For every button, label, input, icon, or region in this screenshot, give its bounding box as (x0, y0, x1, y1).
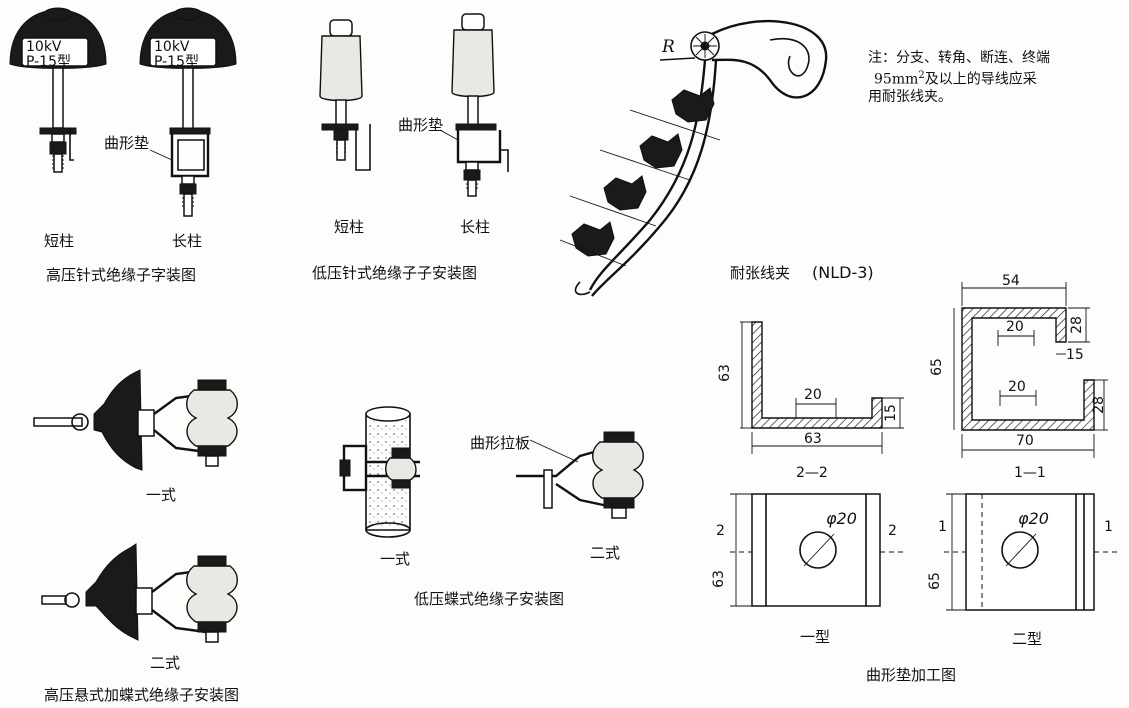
type-2-height: 65 (926, 572, 943, 590)
type-1-name: 一型 (800, 628, 831, 646)
hv-suspension-type2 (41, 543, 238, 643)
hv-suspension-type1 (33, 369, 238, 471)
lv-butterfly-caption: 低压蝶式绝缘子安装图 (414, 590, 565, 608)
hv-suspension-type1-label: 一式 (146, 486, 177, 504)
dim-1-1-bottom-lip: 28 (1090, 396, 1107, 414)
note-line2-text: 及以上的导线应采 (924, 71, 1037, 88)
lv-butterfly-type1-label: 一式 (380, 550, 411, 568)
type-1-height: 63 (710, 570, 727, 588)
lv-long-pole-label: 长柱 (460, 218, 491, 236)
hv-long-plate-text: 10kV P-15型 (154, 40, 199, 70)
dim-1-1-top-inner: 20 (1006, 319, 1024, 335)
dim-2-2-lip-height: 15 (882, 404, 899, 422)
dim-1-1-top-lip: 28 (1068, 316, 1085, 334)
dim-1-1-height: 65 (928, 358, 945, 376)
tension-clamp-drawing (559, 19, 828, 297)
section-1-1-title: 1—1 (1014, 465, 1046, 481)
type-1-section-mark-right: 2 (888, 523, 897, 539)
plate-text-line1: 10kV (26, 39, 62, 55)
section-2-2-title: 2—2 (796, 465, 828, 481)
lv-short-pole-label: 短柱 (334, 218, 365, 236)
section-2-2-drawing (740, 321, 904, 454)
lv-curved-pad-label: 曲形垫 (398, 116, 444, 134)
note-block: 注：分支、转角、断连、终端 95mm2及以上的导线应采 用耐张线夹。 (868, 50, 1050, 106)
note-line3: 用耐张线夹。 (868, 88, 952, 105)
dim-2-2-width: 63 (804, 431, 822, 447)
section-1-1-drawing (953, 282, 1108, 458)
dim-1-1-gap: 15 (1066, 347, 1084, 363)
hv-curved-pad-label: 曲形垫 (104, 134, 150, 152)
radius-label: R (662, 37, 675, 57)
lv-pin-caption: 低压针式绝缘子子安装图 (312, 264, 478, 282)
note-area-value: 95mm (874, 71, 919, 88)
type-2-section-mark-right: 1 (1104, 519, 1113, 535)
lv-butterfly-type2-label: 二式 (590, 544, 621, 562)
lv-pin-insulator-long (439, 13, 509, 197)
dim-1-1-width: 70 (1016, 433, 1034, 449)
dim-2-2-height: 63 (716, 364, 733, 382)
type-2-hole-label: φ20 (1018, 509, 1049, 528)
hv-pin-insulator-short (9, 7, 107, 173)
dim-1-1-top-width: 54 (1002, 273, 1020, 289)
lv-butterfly-type1 (339, 406, 420, 538)
hv-pin-insulator-long (139, 7, 237, 217)
plate-text-line2: P-15型 (154, 54, 200, 70)
hv-long-pole-label: 长柱 (172, 232, 203, 250)
note-area-superscript: 2 (918, 70, 925, 81)
type-2-section-mark-left: 1 (938, 519, 947, 535)
hv-short-plate-text: 10kV P-15型 (26, 40, 71, 70)
hv-short-pole-label: 短柱 (44, 232, 75, 250)
type-1-hole-label: φ20 (826, 509, 857, 528)
hv-pin-caption: 高压针式绝缘子字装图 (46, 266, 197, 284)
type-1-section-mark-left: 2 (716, 523, 725, 539)
note-line2: 95mm2及以上的导线应采 (868, 67, 1050, 89)
lv-pin-insulator-short (319, 19, 371, 171)
type-1-plate-drawing (730, 493, 904, 607)
plate-text-line2: P-15型 (26, 54, 72, 70)
tension-clamp-model: (NLD-3) (812, 263, 874, 282)
pad-processing-caption: 曲形垫加工图 (866, 666, 957, 684)
type-2-plate-drawing (944, 493, 1118, 611)
curved-pull-plate-label: 曲形拉板 (470, 434, 531, 452)
dim-1-1-bottom-inner: 20 (1008, 379, 1026, 395)
tension-clamp-caption: 耐张线夹 (730, 264, 791, 282)
hv-suspension-type2-label: 二式 (150, 654, 181, 672)
plate-text-line1: 10kV (154, 39, 190, 55)
lv-butterfly-type2 (516, 431, 644, 519)
type-2-name: 二型 (1012, 630, 1043, 648)
dim-2-2-inner-width: 20 (804, 387, 822, 403)
note-line1: 注：分支、转角、断连、终端 (868, 50, 1050, 66)
hv-suspension-caption: 高压悬式加蝶式绝缘子安装图 (44, 686, 240, 704)
